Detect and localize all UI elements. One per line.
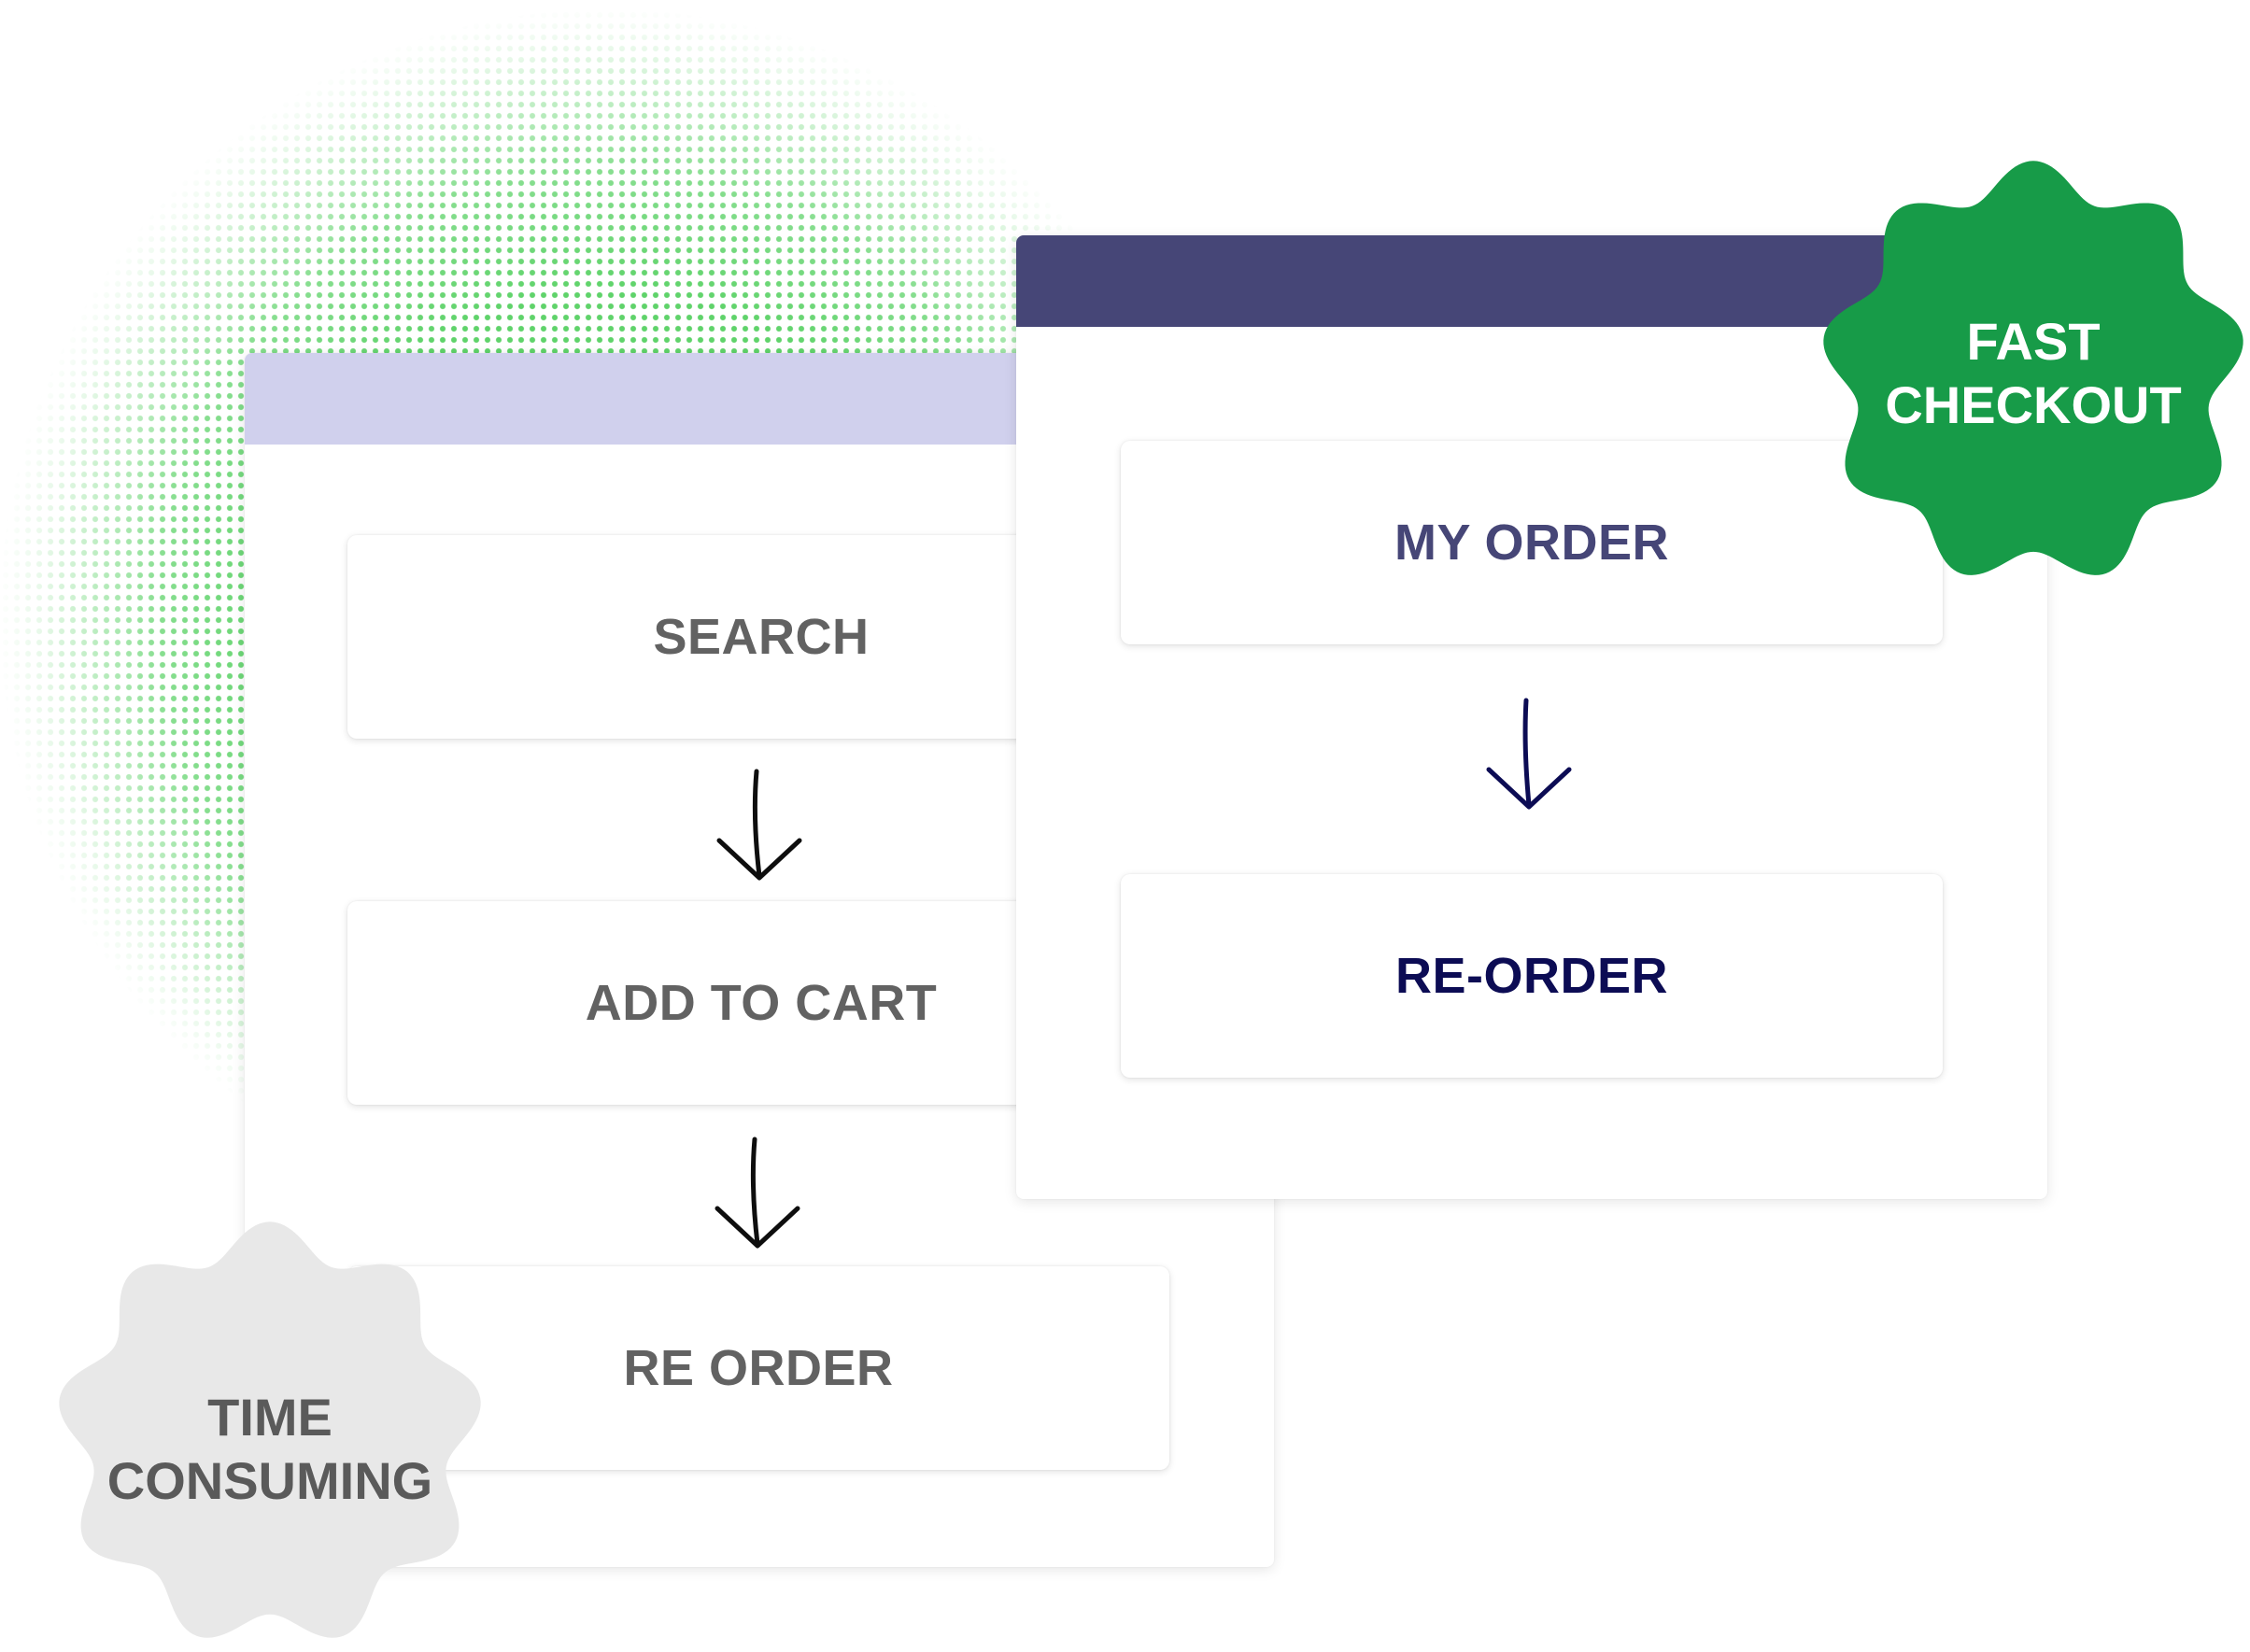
fast-badge-line1: FAST [1966, 312, 2101, 371]
step-re-order-fast-label: RE-ORDER [1394, 948, 1668, 1004]
step-my-order-label: MY ORDER [1394, 515, 1670, 571]
step-re-order-label: RE ORDER [623, 1340, 894, 1396]
arrow-down-icon [715, 1137, 800, 1249]
step-re-order-fast: RE-ORDER [1121, 874, 1943, 1078]
fast-badge-line2: CHECKOUT [1885, 375, 2182, 434]
arrow-down-icon [1486, 698, 1572, 810]
badge-seal-icon [59, 1221, 481, 1638]
step-search-label: SEARCH [653, 609, 870, 665]
fast-checkout-badge: FAST CHECKOUT [1818, 159, 2248, 588]
step-add-to-cart-label: ADD TO CART [585, 975, 938, 1031]
badge-seal-shape [59, 1221, 481, 1638]
step-re-order: RE ORDER [347, 1266, 1169, 1470]
badge-seal-icon [1823, 161, 2243, 575]
time-consuming-badge: TIME CONSUMING [54, 1220, 486, 1651]
arrow-down-icon [716, 769, 802, 881]
badge-seal-shape [1823, 161, 2243, 575]
time-badge-line1: TIME [207, 1388, 333, 1447]
time-badge-line2: CONSUMING [106, 1451, 433, 1510]
step-my-order: MY ORDER [1121, 441, 1943, 644]
